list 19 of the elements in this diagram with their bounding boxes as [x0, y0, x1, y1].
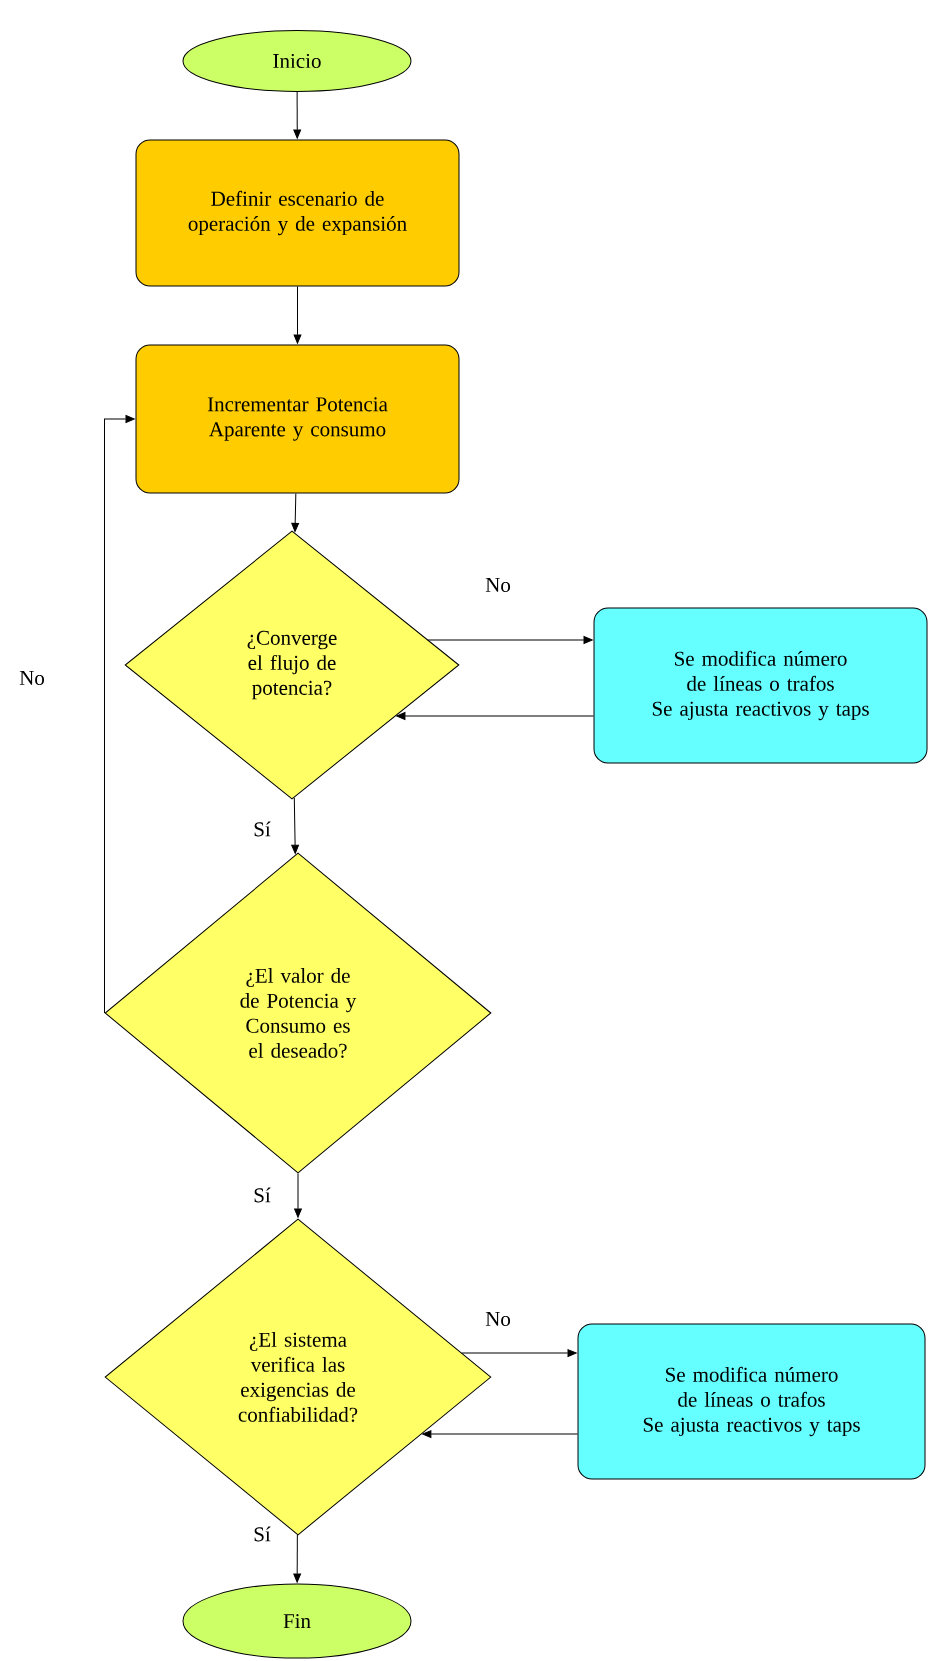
edge-label: Sí — [252, 820, 272, 838]
edge-label: No — [18, 670, 46, 686]
loop-arrow — [461, 1349, 577, 1357]
arrow — [293, 286, 302, 344]
loop-arrow — [422, 1430, 578, 1438]
arrow — [291, 797, 299, 854]
loop-arrow — [396, 712, 594, 720]
arrow — [291, 493, 300, 532]
process-box: Se modifica número de líneas o trafos Se ajusta reactivos y taps — [593, 607, 928, 764]
process-box: Incrementar Potencia Aparente y consumo — [135, 344, 460, 494]
arrow — [294, 1173, 302, 1218]
edge-label: No — [484, 577, 512, 593]
process-box: Definir escenario de operación y de expansión — [135, 139, 460, 287]
process-box: Se modifica número de líneas o trafos Se ajusta reactivos y taps — [577, 1323, 926, 1480]
edge-label: Sí — [252, 1186, 272, 1204]
loop-arrow — [104, 415, 135, 1014]
arrow — [293, 1534, 302, 1583]
loop-arrow — [427, 636, 593, 644]
arrow — [293, 91, 302, 139]
